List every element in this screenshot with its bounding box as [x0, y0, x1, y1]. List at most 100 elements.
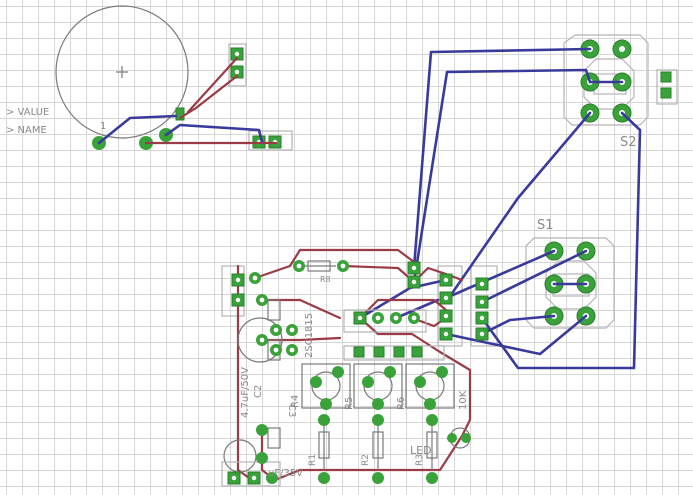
- r4-pad-1[interactable]: [310, 376, 322, 388]
- header-top-outline: [228, 43, 247, 87]
- c2-hole-6: [289, 347, 295, 353]
- r4-pad-2[interactable]: [332, 366, 344, 378]
- r5-pad-2[interactable]: [384, 366, 396, 378]
- r2-pad-1[interactable]: [372, 414, 384, 426]
- s2-side-tab: [656, 69, 678, 105]
- r5-pad-3[interactable]: [372, 398, 384, 410]
- r1-label: R1: [308, 454, 318, 466]
- resistor-r2[interactable]: R2: [361, 414, 384, 484]
- r3-pad-2[interactable]: [426, 472, 438, 484]
- trace-top-c2-u1: [260, 298, 342, 320]
- c2-hole-top: [252, 275, 258, 281]
- s2-hole-2: [619, 46, 625, 52]
- trace-bot-speaker-header: [164, 123, 264, 144]
- pot-pad-row[interactable]: [343, 345, 445, 361]
- c3-hole-1: [231, 475, 237, 481]
- r4-pad-3[interactable]: [320, 398, 332, 410]
- s1-outline: [525, 237, 615, 329]
- pot-row-pin-4[interactable]: [411, 346, 423, 358]
- trimpot-r6[interactable]: R6 10K: [396, 363, 469, 410]
- speaker-footprint[interactable]: 1: [55, 5, 189, 150]
- r6-label: R6: [396, 397, 407, 410]
- r2-pad-2[interactable]: [372, 472, 384, 484]
- trace-bot-s1-6: [444, 314, 588, 356]
- r2-body: [372, 431, 384, 459]
- switch-s2[interactable]: S2: [563, 34, 678, 150]
- c3-pin-3[interactable]: [266, 472, 278, 484]
- r8-body: [307, 260, 331, 272]
- r5-pad-1[interactable]: [362, 376, 374, 388]
- resistor-r3[interactable]: R3: [415, 414, 438, 484]
- r6-pad-3[interactable]: [424, 398, 436, 410]
- conn-right-hole-3: [479, 315, 485, 321]
- r3-pad-1[interactable]: [426, 414, 438, 426]
- c3-name-label: C3: [286, 404, 297, 417]
- r1-body: [318, 431, 330, 459]
- conn-right-hole-4: [479, 331, 485, 337]
- resistor-r1[interactable]: R1: [308, 414, 330, 484]
- conn-r8-hole-1: [411, 265, 417, 271]
- trace-top-header-to-speaker-b: [178, 74, 239, 120]
- conn-left-hole-2: [443, 295, 449, 301]
- pot-row-pin-2[interactable]: [373, 346, 385, 358]
- r5-label: R5: [344, 397, 355, 410]
- r6-pad-2[interactable]: [436, 366, 448, 378]
- r6-pad-1[interactable]: [414, 376, 426, 388]
- connector-right[interactable]: [475, 277, 489, 341]
- resistor-r8[interactable]: R8: [293, 260, 349, 284]
- trace-top-left-rail: [236, 264, 254, 482]
- header-2pin-mid[interactable]: [248, 130, 293, 151]
- conn-left-block: [437, 265, 463, 347]
- c2-outline: [237, 317, 283, 363]
- s2-tab-pin-1[interactable]: [660, 71, 672, 83]
- speaker-outline: [55, 5, 189, 139]
- u1-outline: [343, 309, 427, 333]
- led[interactable]: LED: [410, 427, 471, 457]
- trace-bot-s1-1: [444, 249, 556, 300]
- r6-value-label: 10K: [458, 390, 469, 410]
- c2-hole-5: [273, 347, 279, 353]
- s2-tab-pin-2[interactable]: [660, 87, 672, 99]
- c3-pad-mid[interactable]: [256, 452, 268, 464]
- c2-value-label: 4.7uF/50V: [240, 367, 251, 418]
- c2-hole-4: [289, 327, 295, 333]
- transistor-2sc1815[interactable]: 2SC1815: [304, 309, 427, 358]
- pot-row-pin-3[interactable]: [393, 346, 405, 358]
- header-2pin-top[interactable]: [228, 43, 247, 87]
- c3-value-label: uF/35V: [268, 468, 303, 479]
- pot-row-pin-1[interactable]: [353, 346, 365, 358]
- c3-header-outline: [221, 461, 281, 487]
- trimpot-r5[interactable]: R5: [344, 363, 403, 410]
- trace-top-r8-left: [253, 248, 416, 280]
- capacitor-c3[interactable]: C3 uF/35V: [221, 404, 303, 487]
- main-left-hole-1: [235, 277, 241, 283]
- conn-right-hole-2: [479, 299, 485, 305]
- value-placeholder: > VALUE: [6, 107, 49, 118]
- capacitor-c2[interactable]: 4.7uF/50V C2: [237, 272, 298, 418]
- speaker-smd-pad[interactable]: [175, 107, 185, 121]
- c3-outline: [223, 439, 257, 473]
- pin-one-label: 1: [100, 121, 106, 132]
- r1-pad-1[interactable]: [318, 414, 330, 426]
- trimpot-r4[interactable]: R4: [290, 363, 351, 410]
- trace-bot-s2-6: [480, 111, 642, 370]
- connector-left[interactable]: [407, 261, 453, 341]
- r4-label: R4: [290, 395, 301, 408]
- pot-row-outline: [343, 345, 445, 361]
- trace-top-right-rail: [358, 316, 472, 438]
- u1-label: 2SC1815: [304, 313, 315, 358]
- name-placeholder: > NAME: [6, 125, 47, 136]
- main-left-hole-2: [235, 297, 241, 303]
- r8-hole-1: [296, 263, 302, 269]
- led-pad-k[interactable]: [461, 433, 471, 443]
- c3-cap-body: [267, 427, 281, 449]
- trace-bot-s2-2: [412, 68, 592, 284]
- r1-pad-2[interactable]: [318, 472, 330, 484]
- trace-bot-s2-5: [444, 111, 592, 304]
- r3-body: [426, 431, 438, 459]
- led-pad-a[interactable]: [447, 433, 457, 443]
- c3-pad-top[interactable]: [256, 424, 268, 436]
- c2-name-label: C2: [253, 385, 264, 398]
- conn-r8-hole-2: [411, 279, 417, 285]
